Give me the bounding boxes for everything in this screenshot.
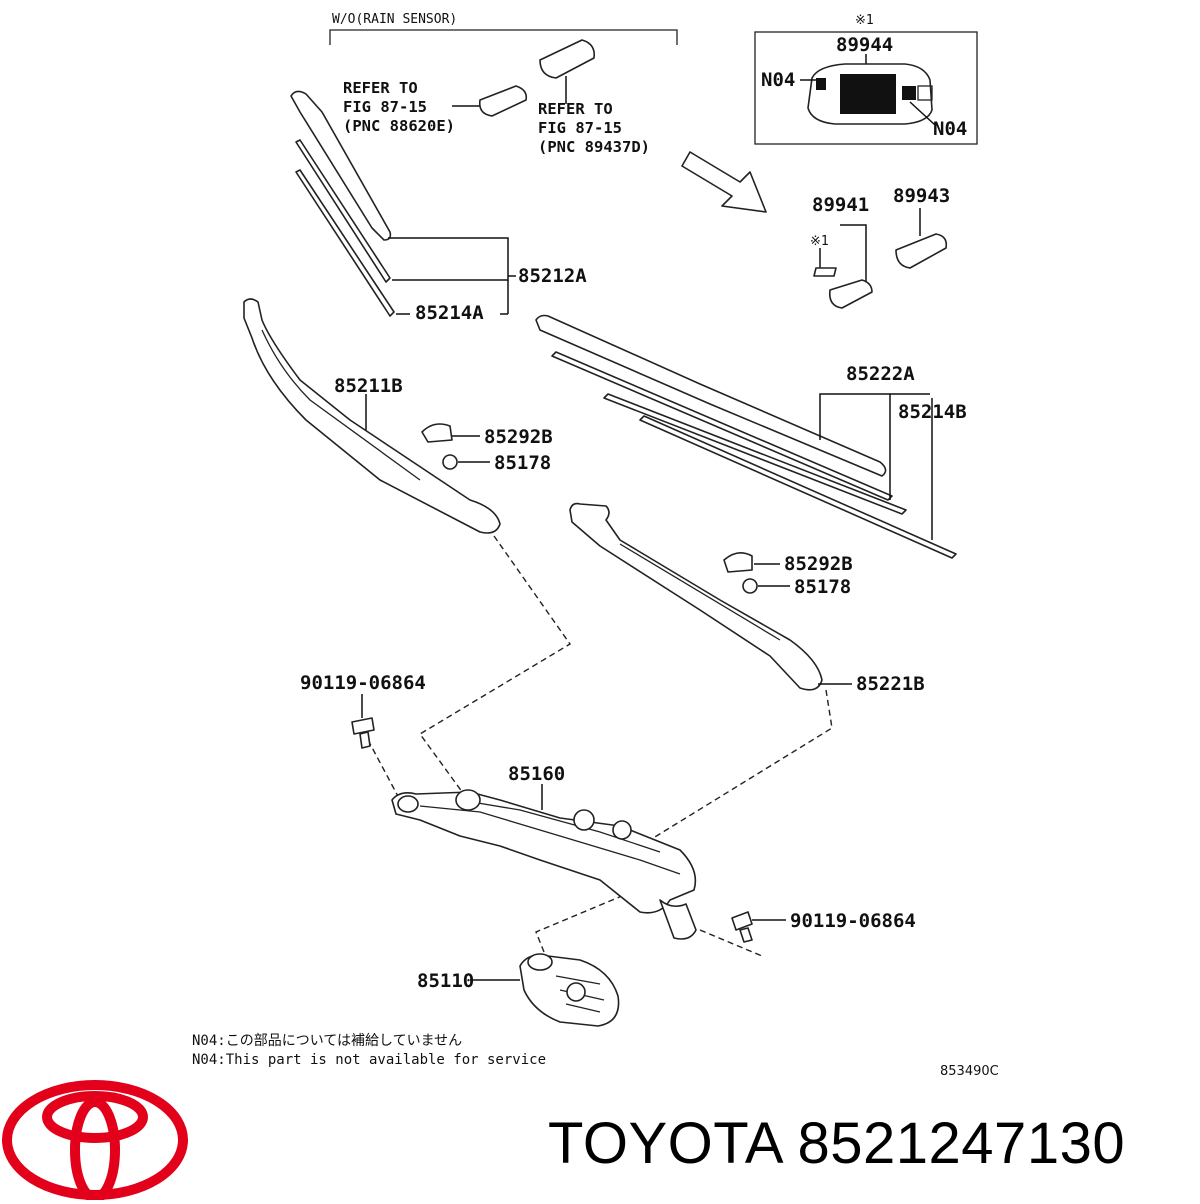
part-85178-left-label: 85178 (494, 452, 551, 474)
note-english: N04:This part is not available for servi… (192, 1052, 546, 1068)
sensor-housing (800, 63, 936, 126)
part-90119-top-label: 90119-06864 (300, 672, 426, 694)
left-wiper-arm: 85211B 85292B 85178 (243, 298, 553, 534)
part-89943-label: 89943 (893, 185, 950, 207)
part-85211B-label: 85211B (334, 375, 403, 397)
part-85160-label: 85160 (508, 763, 565, 785)
part-85212A-label: 85212A (518, 265, 587, 287)
ref1-line1: REFER TO (343, 79, 418, 97)
connection-lines (367, 535, 833, 963)
part-89941-marker: ※1 (810, 234, 829, 249)
variant-bracket: W/O(RAIN SENSOR) (329, 12, 678, 45)
n04-left-label: N04 (761, 69, 795, 91)
reference-2: REFER TO FIG 87-15 (PNC 89437D) (538, 39, 767, 213)
n04-right-label: N04 (933, 118, 967, 140)
part-85292B-left-label: 85292B (484, 426, 553, 448)
part-90119-bottom-label: 90119-06864 (790, 910, 916, 932)
arrow-icon (681, 151, 767, 213)
right-blade-assembly: 85222A 85214B (535, 314, 967, 559)
figure-code: 853490C (940, 1064, 999, 1079)
part-85222A-label: 85222A (846, 363, 915, 385)
ref1-line2: FIG 87-15 (343, 98, 427, 116)
left-blade-assembly: 85212A 85214A (290, 90, 587, 324)
part-85178-right-label: 85178 (794, 576, 851, 598)
ref2-line2: FIG 87-15 (538, 119, 622, 137)
ref1-line3: (PNC 88620E) (343, 117, 455, 135)
bolt-bottom: 90119-06864 (731, 910, 916, 943)
part-85221B-label: 85221B (856, 673, 925, 695)
sensor-box: ※1 89944 N04 N04 (754, 13, 978, 145)
part-85110-label: 85110 (417, 970, 474, 992)
service-notes: N04:この部品については補給していません N04:This part is n… (192, 1033, 999, 1079)
ref2-line3: (PNC 89437D) (538, 138, 650, 156)
wiper-linkage: 85160 (391, 763, 697, 940)
variant-label: W/O(RAIN SENSOR) (332, 12, 457, 27)
bolt-top: 90119-06864 (300, 672, 426, 749)
part-85214B-label: 85214B (898, 401, 967, 423)
note-japanese: N04:この部品については補給していません (192, 1033, 462, 1049)
sensor-parts: 89941 89943 ※1 (810, 185, 950, 309)
ref2-line1: REFER TO (538, 100, 613, 118)
part-85214A-label: 85214A (415, 302, 484, 324)
wiper-motor: 85110 (417, 953, 620, 1027)
right-wiper-arm: 85292B 85178 85221B (569, 502, 925, 695)
toyota-logo-icon (2, 1080, 188, 1203)
part-85292B-right-label: 85292B (784, 553, 853, 575)
reference-1: REFER TO FIG 87-15 (PNC 88620E) (343, 79, 528, 135)
footer-title: TOYOTA 8521247130 (548, 1111, 1126, 1176)
part-89941-label: 89941 (812, 194, 869, 216)
box-marker: ※1 (855, 13, 874, 28)
box-part-number: 89944 (836, 34, 893, 56)
